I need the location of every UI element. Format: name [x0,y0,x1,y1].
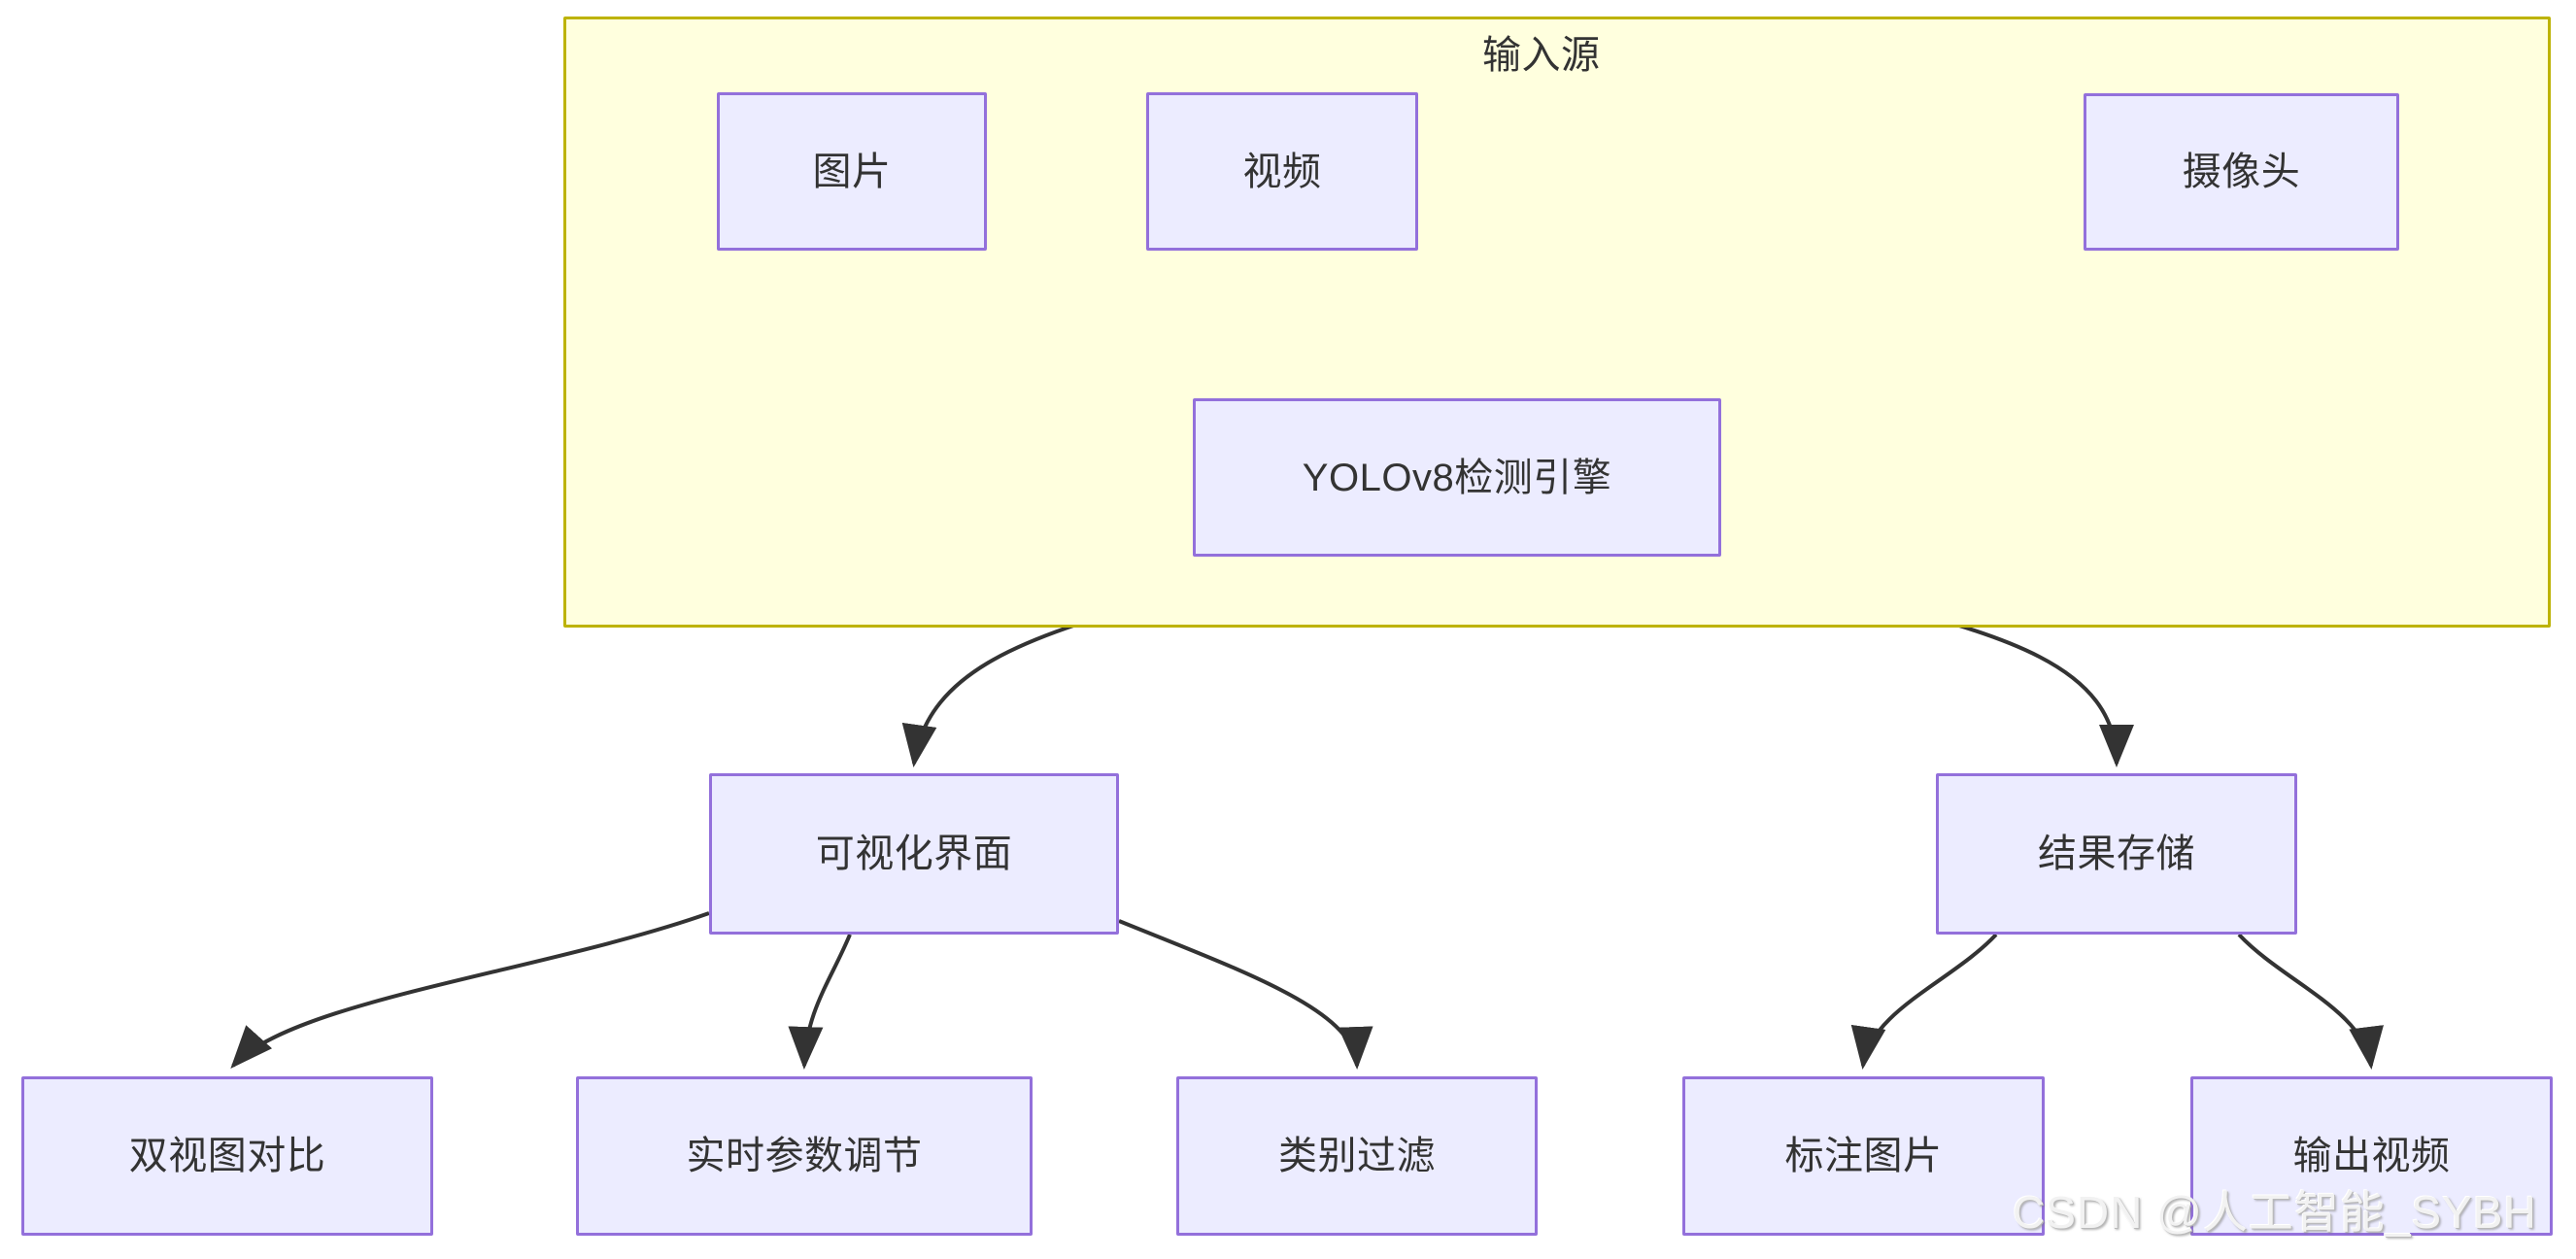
edge-filter-to-ui [1118,919,1373,1070]
node-label-camera: 摄像头 [2182,151,2301,193]
node-label-annotated: 标注图片 [1784,1135,1943,1177]
node-label-out-video: 输出视频 [2292,1135,2451,1177]
node-out-video[interactable]: 输出视频 [2190,1076,2553,1236]
node-filter[interactable]: 类别过滤 [1176,1076,1538,1236]
node-label-storage: 结果存储 [2038,833,2195,875]
node-params[interactable]: 实时参数调节 [576,1076,1033,1236]
node-label-video: 视频 [1242,150,1322,193]
node-video[interactable]: 视频 [1146,92,1418,251]
node-yolo-engine[interactable]: YOLOv8检测引擎 [1193,398,1721,557]
node-dual-view[interactable]: 双视图对比 [21,1076,433,1236]
node-camera[interactable]: 摄像头 [2084,93,2399,251]
edge-storage-to-annotated [1850,933,1998,1070]
edge-ui-to-dual-view [230,911,710,1069]
edge-storage-to-out-video [2237,933,2384,1070]
node-label-ui: 可视化界面 [815,833,1013,875]
node-label-params: 实时参数调节 [686,1135,923,1177]
edge-ui-to-params [788,934,852,1070]
node-label-filter: 类别过滤 [1278,1135,1436,1177]
node-image[interactable]: 图片 [717,92,987,251]
node-label-dual-view: 双视图对比 [128,1135,326,1177]
node-ui[interactable]: 可视化界面 [709,773,1119,935]
cluster-label-input-source: 输入源 [1482,34,1601,77]
node-label-yolo-engine: YOLOv8检测引擎 [1302,456,1612,499]
node-label-image: 图片 [812,150,892,193]
node-annotated[interactable]: 标注图片 [1682,1076,2045,1236]
node-storage[interactable]: 结果存储 [1936,773,2297,935]
